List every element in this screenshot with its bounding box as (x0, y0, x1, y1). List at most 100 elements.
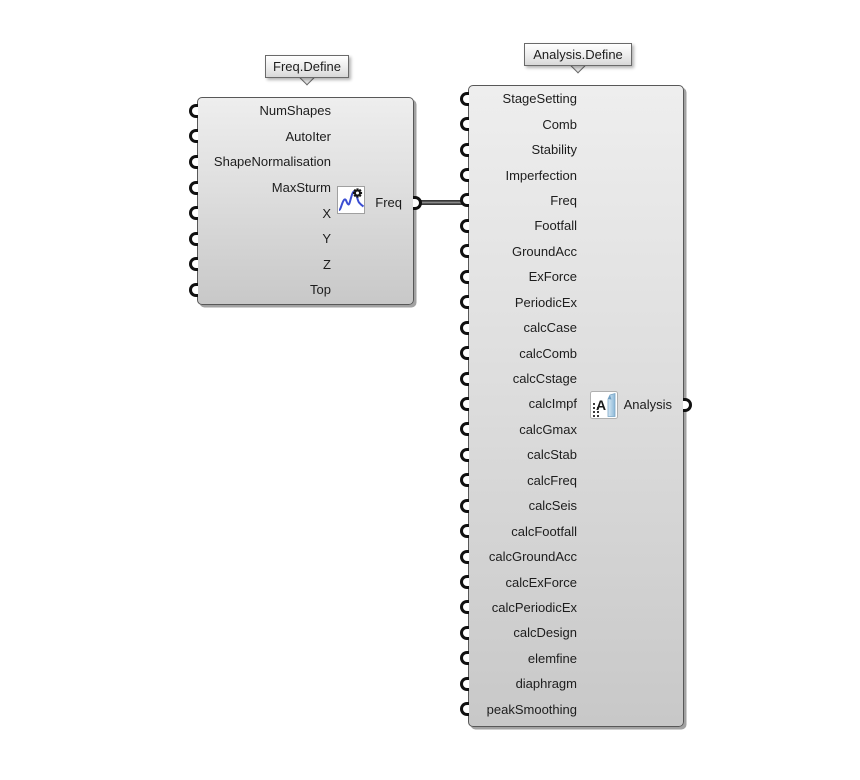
input-param-row: ExForce (460, 264, 683, 289)
wire-freq-to-analysis[interactable] (420, 199, 463, 205)
input-grip[interactable] (460, 346, 469, 361)
input-grip[interactable] (189, 154, 198, 169)
input-param-row: AutoIter (189, 124, 413, 150)
input-param-row: MaxSturm (189, 175, 413, 201)
input-grip[interactable] (460, 168, 469, 183)
input-grip[interactable] (189, 180, 198, 195)
input-param-label: MaxSturm (271, 180, 331, 196)
input-grip[interactable] (460, 396, 469, 411)
analysis-define-label-text: Analysis.Define (533, 47, 623, 62)
input-grip[interactable] (460, 117, 469, 132)
input-grip[interactable] (189, 257, 198, 272)
input-param-label: calcSeis (528, 498, 577, 514)
input-grip[interactable] (460, 193, 469, 208)
input-param-row: PeriodicEx (460, 290, 683, 315)
input-param-row: Imperfection (460, 162, 683, 187)
input-param-row: calcComb (460, 340, 683, 365)
input-param-label: StageSetting (502, 91, 577, 107)
freq-define-label: Freq.Define (265, 55, 349, 78)
freq-define-component[interactable]: NumShapes AutoIter ShapeNormalisation Ma… (189, 97, 422, 305)
input-param-row: peakSmoothing (460, 697, 683, 722)
input-grip[interactable] (460, 524, 469, 539)
input-grip[interactable] (460, 498, 469, 513)
input-param-row: calcExForce (460, 569, 683, 594)
input-param-label: peakSmoothing (486, 701, 577, 717)
input-grip[interactable] (460, 269, 469, 284)
input-grip[interactable] (460, 218, 469, 233)
input-param-label: calcPeriodicEx (491, 599, 577, 615)
input-grip[interactable] (460, 244, 469, 259)
input-param-label: calcGmax (519, 421, 577, 437)
input-param-row: Y (189, 226, 413, 252)
input-grip[interactable] (460, 320, 469, 335)
analysis-input-list: StageSetting Comb Stability Imperfection (460, 86, 683, 722)
input-grip[interactable] (189, 206, 198, 221)
output-param-label: Freq (375, 195, 402, 210)
input-grip[interactable] (460, 142, 469, 157)
input-param-label: Freq (550, 192, 577, 208)
input-param-row: calcPeriodicEx (460, 595, 683, 620)
input-param-row: calcImpf (460, 391, 683, 416)
input-param-row: Top (189, 277, 413, 303)
input-param-row: calcCase (460, 315, 683, 340)
analysis-define-component[interactable]: StageSetting Comb Stability Imperfection (460, 85, 692, 727)
input-grip[interactable] (460, 575, 469, 590)
input-param-label: Comb (542, 116, 577, 132)
input-grip[interactable] (460, 676, 469, 691)
input-param-label: NumShapes (259, 103, 331, 119)
input-param-row: Freq (460, 188, 683, 213)
input-param-row: calcStab (460, 442, 683, 467)
input-param-label: calcDesign (513, 625, 577, 641)
input-param-label: calcCstage (512, 371, 577, 387)
input-param-label: Y (322, 231, 331, 247)
analysis-define-label: Analysis.Define (524, 43, 632, 66)
analysis-document-icon[interactable]: A (589, 390, 618, 419)
input-param-label: diaphragm (515, 676, 577, 692)
input-param-row: ShapeNormalisation (189, 149, 413, 175)
input-param-label: ShapeNormalisation (213, 154, 331, 170)
input-param-row: calcFreq (460, 468, 683, 493)
input-param-label: calcCase (523, 320, 577, 336)
input-param-row: diaphragm (460, 671, 683, 696)
input-param-label: Stability (531, 142, 577, 158)
input-param-row: calcDesign (460, 620, 683, 645)
input-param-label: calcFreq (527, 472, 577, 488)
input-param-row: Stability (460, 137, 683, 162)
input-param-row: Footfall (460, 213, 683, 238)
input-grip[interactable] (460, 473, 469, 488)
input-param-label: Imperfection (505, 167, 577, 183)
input-param-label: Footfall (534, 218, 577, 234)
input-param-row: Comb (460, 111, 683, 136)
input-grip[interactable] (460, 651, 469, 666)
input-grip[interactable] (460, 371, 469, 386)
output-grip[interactable] (683, 397, 692, 412)
input-param-label: calcFootfall (511, 523, 577, 539)
input-grip[interactable] (460, 91, 469, 106)
input-grip[interactable] (460, 422, 469, 437)
input-grip[interactable] (189, 282, 198, 297)
frequency-plot-icon[interactable] (337, 186, 365, 214)
input-param-label: ExForce (528, 269, 577, 285)
input-param-label: calcImpf (528, 396, 577, 412)
input-param-label: PeriodicEx (514, 294, 577, 310)
input-grip[interactable] (460, 625, 469, 640)
input-grip[interactable] (189, 231, 198, 246)
output-param-label: Analysis (623, 397, 672, 412)
input-grip[interactable] (189, 129, 198, 144)
input-param-row: Z (189, 252, 413, 278)
output-grip[interactable] (413, 195, 422, 210)
input-param-label: elemfine (527, 650, 577, 666)
input-grip[interactable] (460, 295, 469, 310)
output-param-freq: Freq (375, 193, 402, 213)
input-grip[interactable] (189, 103, 198, 118)
input-grip[interactable] (460, 600, 469, 615)
input-grip[interactable] (460, 702, 469, 717)
input-grip[interactable] (460, 447, 469, 462)
input-param-row: GroundAcc (460, 239, 683, 264)
input-grip[interactable] (460, 549, 469, 564)
svg-text:A: A (595, 397, 605, 413)
input-param-row: calcFootfall (460, 518, 683, 543)
input-param-row: elemfine (460, 646, 683, 671)
input-param-row: calcGroundAcc (460, 544, 683, 569)
